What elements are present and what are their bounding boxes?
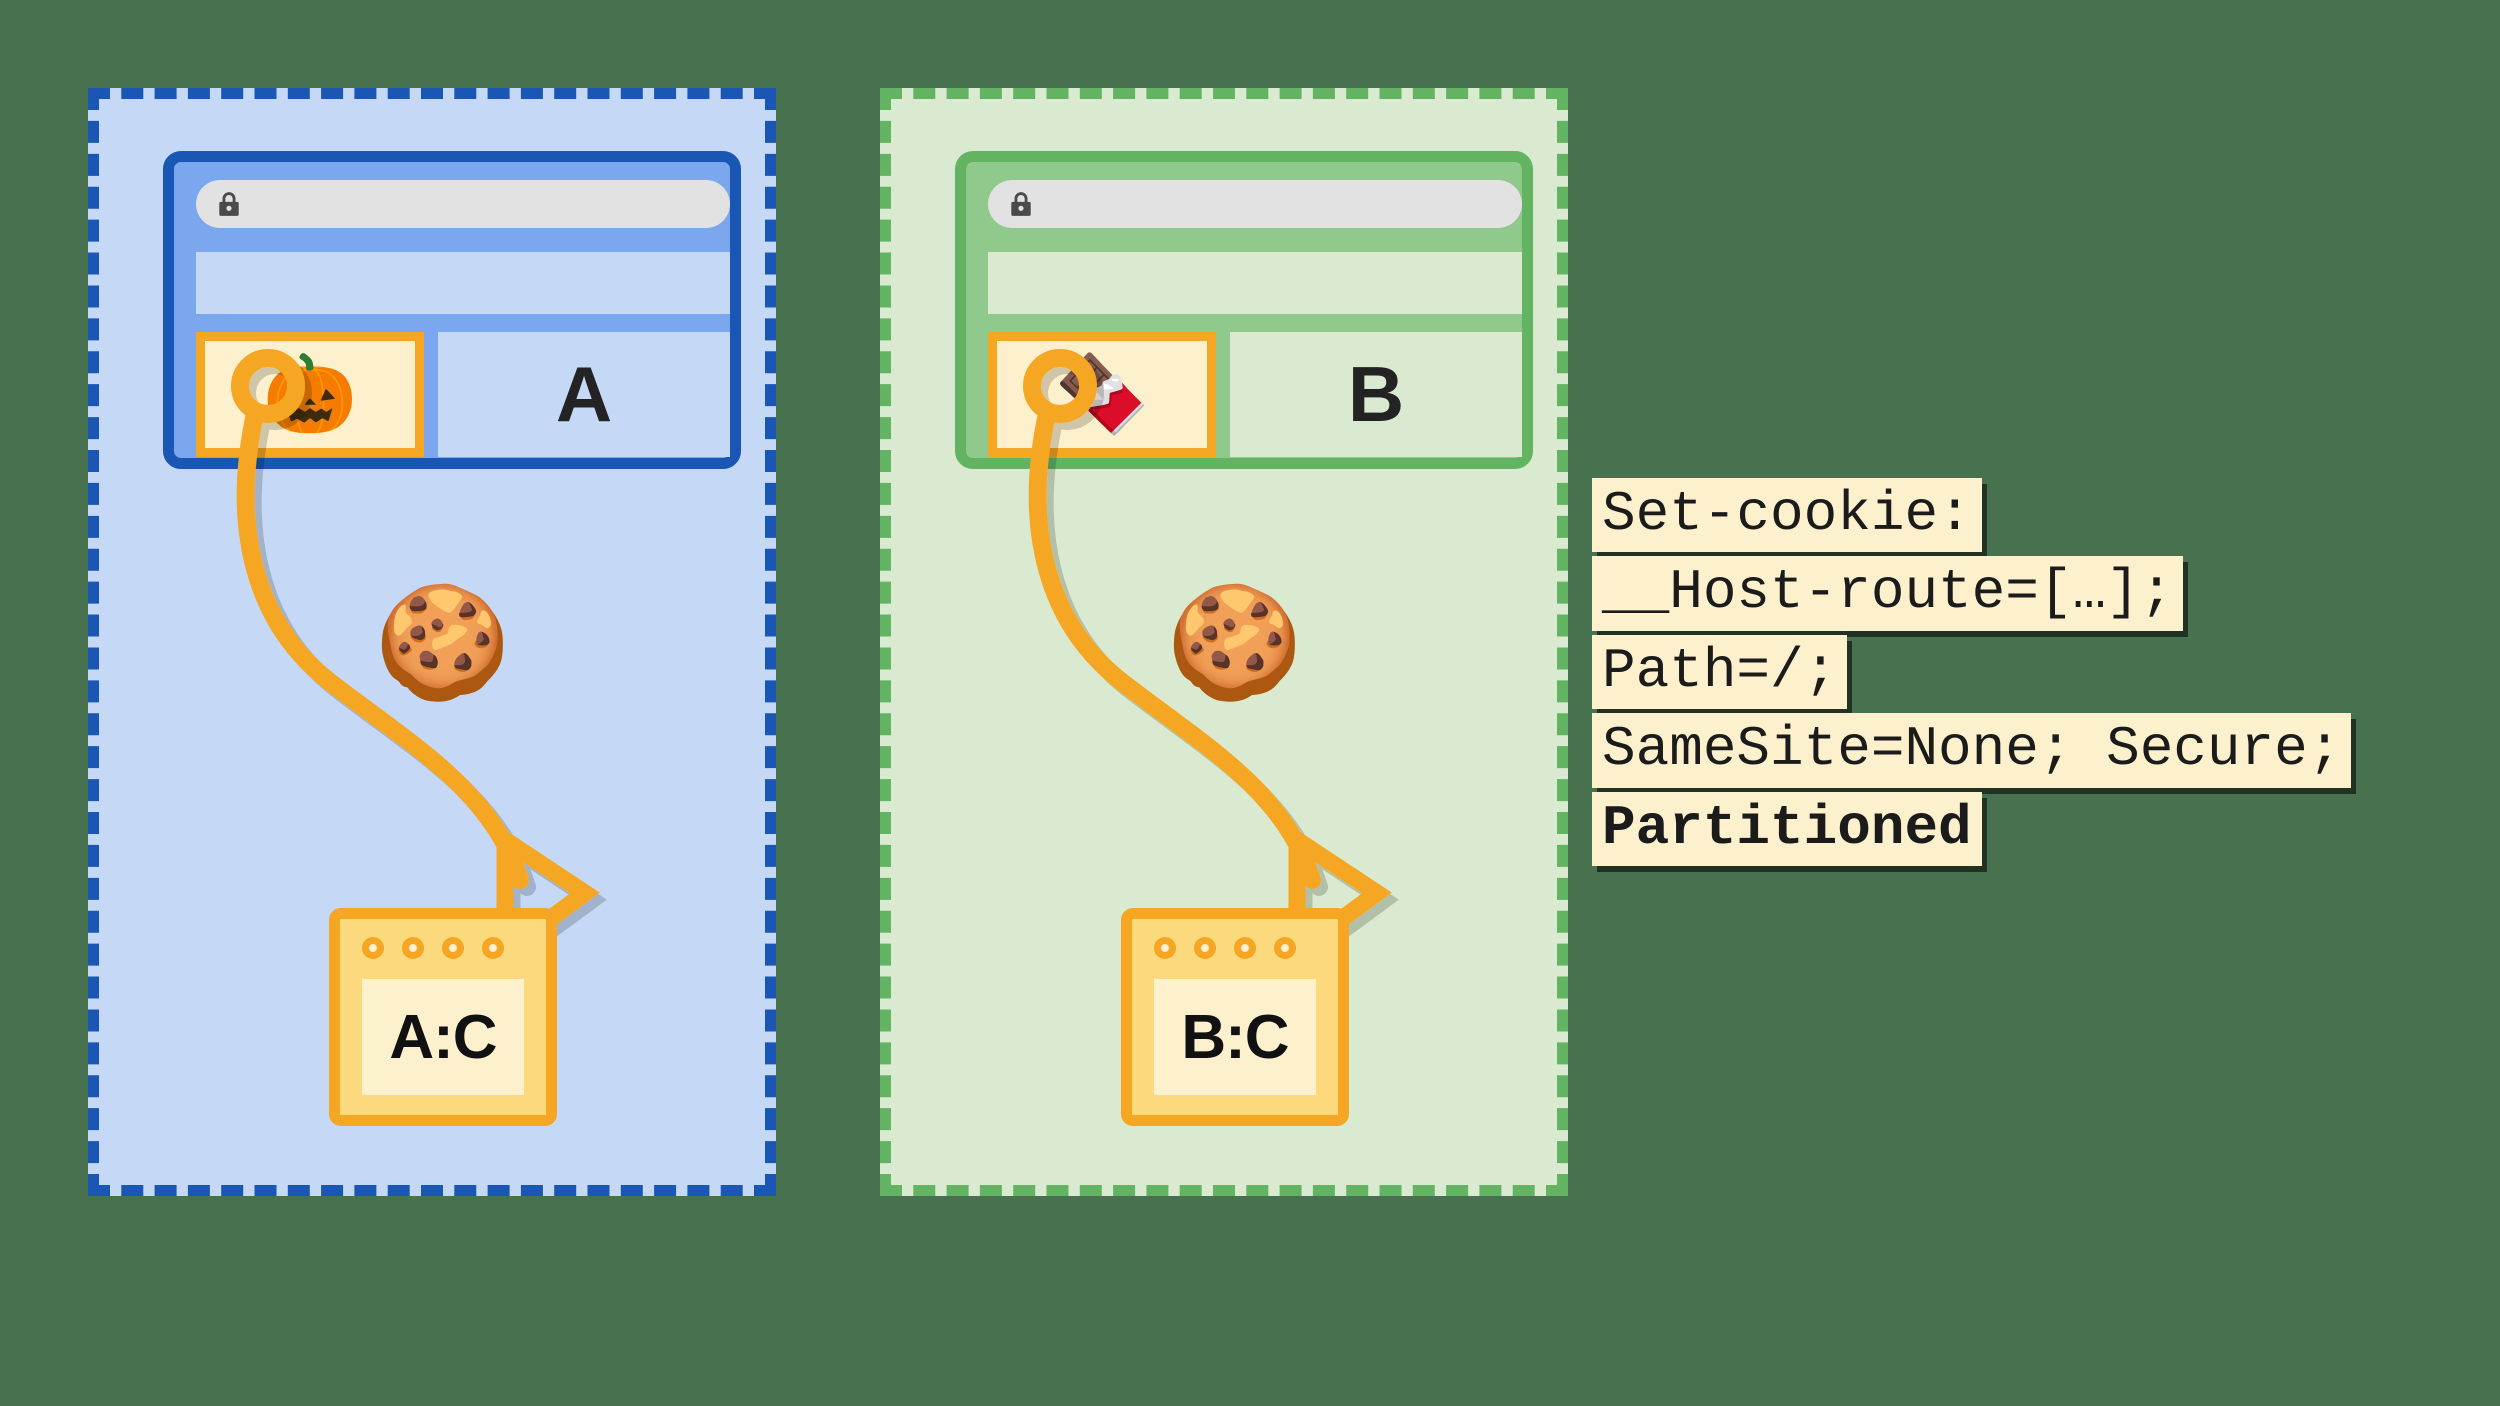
header-line-samesite-secure: SameSite=None; Secure; xyxy=(1592,713,2352,788)
notepad-page: B:C xyxy=(1154,979,1316,1095)
cookie-jar-b: B:C xyxy=(1121,908,1349,1126)
chocolate-bar-icon: 🍫 xyxy=(1054,351,1150,437)
ring-icon xyxy=(402,937,424,959)
ring-icon xyxy=(1234,937,1256,959)
browser-window-a: 🎃 A xyxy=(163,151,741,469)
ring-icon xyxy=(1274,937,1296,959)
site-label-b: B xyxy=(1347,350,1405,438)
lock-icon xyxy=(1011,192,1031,216)
cookie-icon: 🍪 xyxy=(374,581,511,704)
url-bar-b[interactable] xyxy=(988,180,1522,228)
header-line-host-route: __Host-route=[…]; xyxy=(1592,556,2184,631)
ring-icon xyxy=(482,937,504,959)
jack-o-lantern-icon: 🎃 xyxy=(262,351,358,437)
cookie-jar-a: A:C xyxy=(329,908,557,1126)
site-label-a: A xyxy=(555,350,613,438)
partition-key-a: A:C xyxy=(389,1002,497,1072)
url-bar-a[interactable] xyxy=(196,180,730,228)
ring-icon xyxy=(1194,937,1216,959)
header-line-partitioned: Partitioned xyxy=(1592,791,1982,867)
notepad-rings xyxy=(1154,937,1296,959)
ring-icon xyxy=(442,937,464,959)
header-line-set-cookie: Set-cookie: xyxy=(1592,478,1982,553)
embedded-frame-b[interactable]: 🍫 xyxy=(988,332,1216,457)
cookie-icon: 🍪 xyxy=(1166,581,1303,704)
site-label-b-box: B xyxy=(1230,332,1522,457)
embedded-frame-a[interactable]: 🎃 xyxy=(196,332,424,457)
ring-icon xyxy=(1154,937,1176,959)
lock-icon xyxy=(219,192,239,216)
ring-icon xyxy=(362,937,384,959)
notepad-page: A:C xyxy=(362,979,524,1095)
content-row-a: 🎃 A xyxy=(196,332,730,457)
set-cookie-header: Set-cookie: __Host-route=[…]; Path=/; Sa… xyxy=(1592,478,2352,867)
header-line-path: Path=/; xyxy=(1592,634,1848,710)
site-label-a-box: A xyxy=(438,332,730,457)
content-strip-a xyxy=(196,252,730,314)
notepad-rings xyxy=(362,937,504,959)
content-strip-b xyxy=(988,252,1522,314)
content-row-b: 🍫 B xyxy=(988,332,1522,457)
partition-key-b: B:C xyxy=(1181,1002,1289,1072)
browser-window-b: 🍫 B xyxy=(955,151,1533,469)
